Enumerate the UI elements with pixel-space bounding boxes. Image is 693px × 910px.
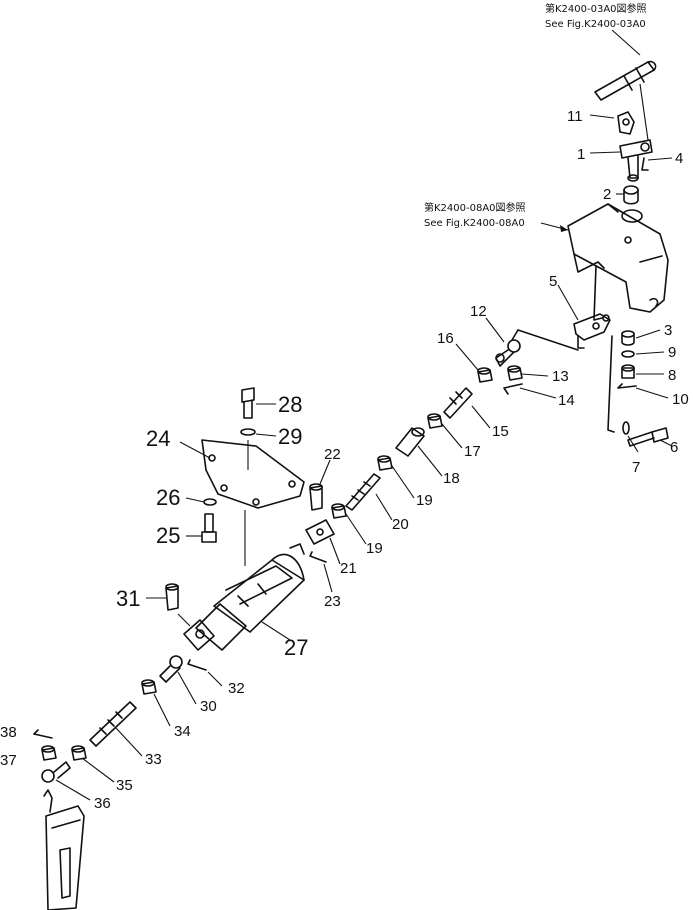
- part-36-rod-end: [41, 761, 71, 783]
- callout-34: 34: [174, 723, 191, 740]
- part-35-nut: [71, 745, 87, 761]
- part-22-pin: [309, 483, 323, 511]
- callout-19-upper: 19: [416, 492, 433, 509]
- part-19-nut-lower: [331, 503, 347, 519]
- part-2-bushing: [623, 185, 639, 205]
- part-14-cotter-pin: [503, 383, 523, 395]
- callout-18: 18: [443, 470, 460, 487]
- part-38-cotter-pin: [33, 729, 53, 739]
- ref-mid-en: See Fig.K2400-08A0: [424, 218, 525, 229]
- callout-numbers: 11 1 4 2 5 3 9 8 10 6 7 12 16 13 14 15 1…: [0, 108, 689, 812]
- vertical-rod: [607, 335, 615, 433]
- part-37-nut: [41, 745, 57, 761]
- part-17-nut: [427, 413, 443, 429]
- link-rod: [517, 329, 579, 351]
- callout-22: 22: [324, 446, 341, 463]
- part-31-pin: [165, 583, 179, 611]
- part-20-threaded-rod: [345, 473, 381, 511]
- part-6-bolt: [627, 427, 669, 447]
- callout-10: 10: [672, 391, 689, 408]
- callout-14: 14: [558, 392, 575, 409]
- callout-28: 28: [278, 392, 302, 417]
- callout-17: 17: [464, 443, 481, 460]
- part-8-nut: [621, 364, 635, 379]
- part-26-washer: [203, 498, 217, 506]
- part-7-washer: [622, 421, 630, 435]
- callout-6: 6: [670, 439, 678, 456]
- callout-4: 4: [675, 150, 683, 167]
- ref-top-jp: 第K2400-03A0図参照: [545, 2, 647, 15]
- callout-32: 32: [228, 680, 245, 697]
- callout-29: 29: [278, 424, 302, 449]
- ref-top-en: See Fig.K2400-03A0: [545, 19, 646, 30]
- callout-2: 2: [603, 186, 611, 203]
- callout-5: 5: [549, 273, 557, 290]
- part-15-adjuster: [443, 387, 473, 419]
- part-27-cylinder: [183, 543, 305, 651]
- callout-27: 27: [284, 635, 308, 660]
- callout-26: 26: [156, 485, 180, 510]
- part-12-rod-end: [495, 339, 521, 367]
- callout-15: 15: [492, 423, 509, 440]
- callout-35: 35: [116, 777, 133, 794]
- lower-lever: [43, 789, 85, 910]
- part-25-bolt: [201, 513, 217, 543]
- ref-top-leader: [611, 29, 641, 56]
- callout-16: 16: [437, 330, 454, 347]
- callout-19-lower: 19: [366, 540, 383, 557]
- ref-mid-jp: 第K2400-08A0図参照: [424, 201, 526, 214]
- leader-lines: [55, 114, 673, 801]
- part-10-cotter-pin: [617, 383, 637, 389]
- callout-25: 25: [156, 523, 180, 548]
- part-33-threaded-rod: [89, 701, 137, 747]
- upper-lever-shaft: [594, 60, 657, 141]
- part-5-lever-arm: [573, 313, 611, 349]
- callout-9: 9: [668, 344, 676, 361]
- part-21-clevis: [305, 519, 335, 545]
- part-3-bushing: [621, 330, 635, 346]
- callout-36: 36: [94, 795, 111, 812]
- callout-3: 3: [664, 322, 672, 339]
- part-24-mounting-plate: [201, 439, 305, 509]
- callout-7: 7: [632, 459, 640, 476]
- callout-20: 20: [392, 516, 409, 533]
- ref-mid-arrow: [560, 225, 568, 232]
- part-11-elbow-fitting: [617, 111, 635, 135]
- part-1-lever: [619, 139, 653, 182]
- mounting-bracket: [567, 203, 669, 321]
- callout-38: 38: [0, 724, 17, 741]
- callout-37: 37: [0, 752, 17, 769]
- callout-23: 23: [324, 593, 341, 610]
- part-19-nut-upper: [377, 455, 393, 471]
- pin-31-axis-line: [177, 613, 191, 627]
- callout-30: 30: [200, 698, 217, 715]
- callout-8: 8: [668, 367, 676, 384]
- callout-12: 12: [470, 303, 487, 320]
- callout-33: 33: [145, 751, 162, 768]
- part-32-cotter-pin: [187, 659, 207, 671]
- part-16-nut: [477, 367, 493, 383]
- callout-1: 1: [577, 146, 585, 163]
- part-9-washer: [621, 350, 635, 358]
- callout-21: 21: [340, 560, 357, 577]
- part-30-rod-end: [159, 655, 183, 683]
- part-29-washer: [240, 428, 256, 436]
- part-23-cotter-pin: [309, 551, 327, 563]
- part-13-nut: [507, 365, 523, 381]
- callout-31: 31: [116, 586, 140, 611]
- callout-11: 11: [567, 108, 583, 125]
- part-34-nut: [141, 679, 157, 695]
- part-18-coupling: [395, 427, 425, 457]
- part-4-pin: [641, 157, 649, 171]
- callout-24: 24: [146, 426, 170, 451]
- callout-13: 13: [552, 368, 569, 385]
- part-28-bolt: [241, 387, 255, 419]
